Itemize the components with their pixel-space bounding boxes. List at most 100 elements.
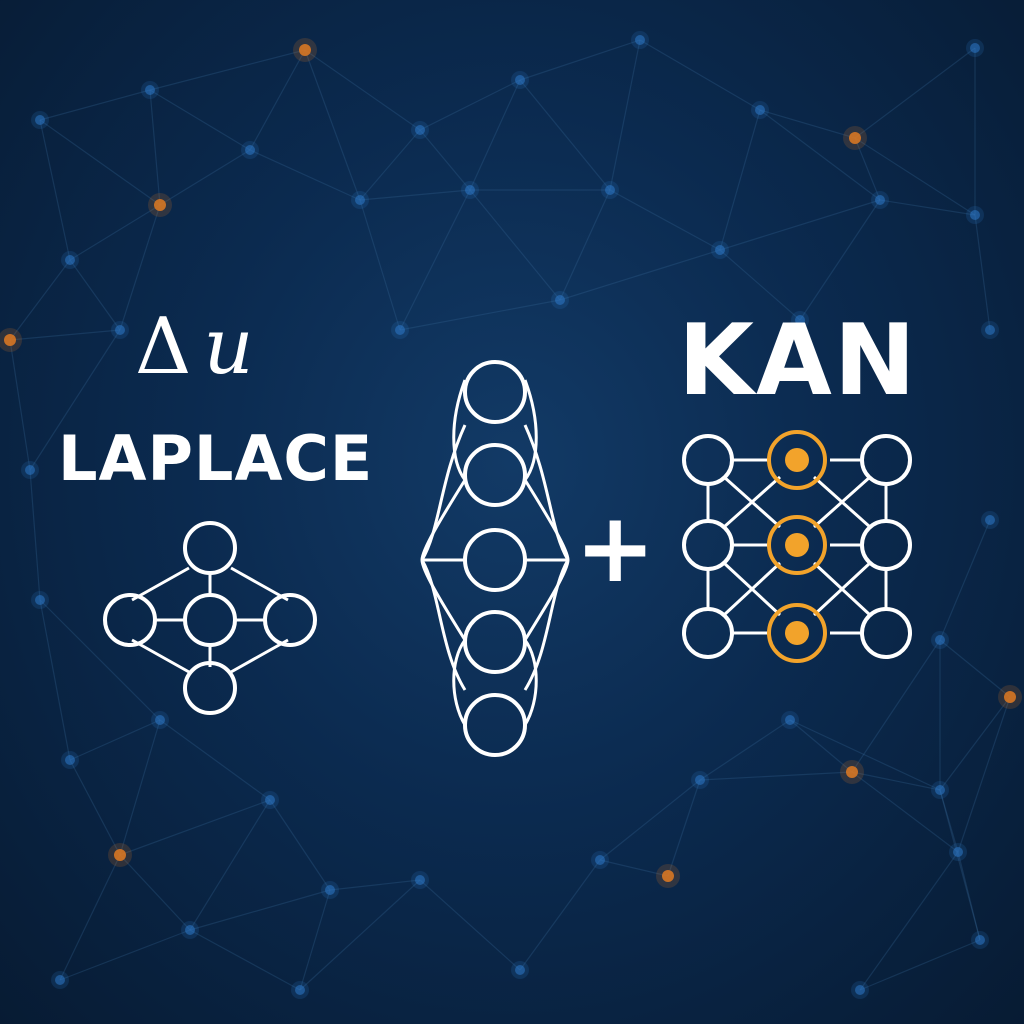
background-node — [355, 195, 365, 205]
background-edge — [599, 859, 669, 877]
background-node — [295, 985, 305, 995]
highlighted-node-core — [785, 448, 809, 472]
background-edge — [69, 204, 161, 261]
highlighted-node — [767, 515, 827, 575]
background-edge — [304, 49, 421, 131]
outer-edge-right — [523, 379, 570, 726]
background-edge — [39, 599, 161, 721]
background-node — [154, 199, 166, 211]
edge — [420, 559, 467, 691]
highlighted-node-core — [785, 533, 809, 557]
background-node — [715, 245, 725, 255]
highlighted-node-core — [785, 621, 809, 645]
background-edge — [851, 771, 941, 791]
background-node — [662, 870, 674, 882]
background-edge — [609, 39, 641, 191]
background-node — [970, 210, 980, 220]
background-edge — [329, 879, 421, 891]
background-edge — [59, 929, 191, 981]
edge — [230, 566, 289, 602]
background-edge — [559, 249, 721, 301]
background-edge — [419, 129, 471, 191]
edge — [131, 638, 190, 674]
network-node-left — [103, 593, 157, 647]
background-edge — [639, 39, 761, 111]
background-edge — [69, 259, 121, 331]
background-edge — [69, 719, 161, 761]
background-node — [145, 85, 155, 95]
background-node — [795, 315, 805, 325]
network-node — [860, 519, 912, 571]
background-node — [65, 255, 75, 265]
background-edge — [39, 119, 161, 206]
background-node — [975, 935, 985, 945]
background-node — [595, 855, 605, 865]
background-edge — [359, 129, 421, 201]
background-edge — [149, 89, 161, 206]
background-edge — [159, 719, 271, 801]
background-node — [985, 325, 995, 335]
background-node — [970, 43, 980, 53]
network-node — [682, 519, 734, 571]
network-node — [682, 434, 734, 486]
background-node — [935, 635, 945, 645]
background-edge — [304, 49, 361, 201]
background-edge — [939, 519, 991, 641]
laplace-title: LAPLACE — [58, 422, 374, 495]
network-node-bottom — [183, 661, 237, 715]
background-node — [115, 325, 125, 335]
background-edge — [419, 79, 521, 131]
highlighted-node — [767, 430, 827, 490]
background-edge — [854, 47, 976, 139]
background-edge — [9, 329, 121, 341]
background-edge — [119, 719, 161, 856]
background-edge — [519, 859, 601, 971]
background-edge — [789, 719, 941, 791]
background-node — [875, 195, 885, 205]
background-edge — [59, 854, 121, 981]
background-node — [185, 925, 195, 935]
formula-delta-symbol: Δ — [135, 302, 192, 392]
background-edge — [957, 851, 981, 941]
background-edge — [609, 189, 721, 251]
background-edge — [299, 879, 421, 991]
background-edge — [359, 189, 471, 201]
network-node — [463, 360, 527, 424]
network-node — [682, 607, 734, 659]
background-edge — [851, 771, 959, 853]
background-node — [855, 985, 865, 995]
background-edge — [189, 799, 271, 931]
edge — [813, 475, 871, 529]
background-edge — [939, 696, 1011, 791]
background-node — [515, 75, 525, 85]
network-node-top — [183, 521, 237, 575]
edge — [230, 638, 289, 674]
background-node — [985, 515, 995, 525]
background-edge — [399, 299, 561, 331]
background-edge — [159, 149, 251, 206]
background-edge — [759, 109, 856, 139]
background-edge — [249, 49, 306, 151]
background-edge — [9, 339, 31, 471]
background-edge — [939, 639, 1011, 698]
background-edge — [789, 719, 853, 773]
background-node — [65, 755, 75, 765]
background-node — [35, 595, 45, 605]
outer-edge-left — [420, 379, 467, 726]
background-edge — [851, 639, 941, 773]
background-edge — [859, 939, 981, 991]
network-node-center — [183, 593, 237, 647]
background-edge — [939, 789, 981, 941]
background-edge — [939, 789, 959, 853]
background-node — [846, 766, 858, 778]
network-node — [463, 528, 527, 592]
background-node — [935, 785, 945, 795]
background-node — [25, 465, 35, 475]
background-node — [395, 325, 405, 335]
background-edge — [854, 137, 881, 201]
background-edge — [29, 469, 41, 601]
background-edge — [149, 49, 306, 91]
plus-operator: + — [575, 492, 656, 604]
